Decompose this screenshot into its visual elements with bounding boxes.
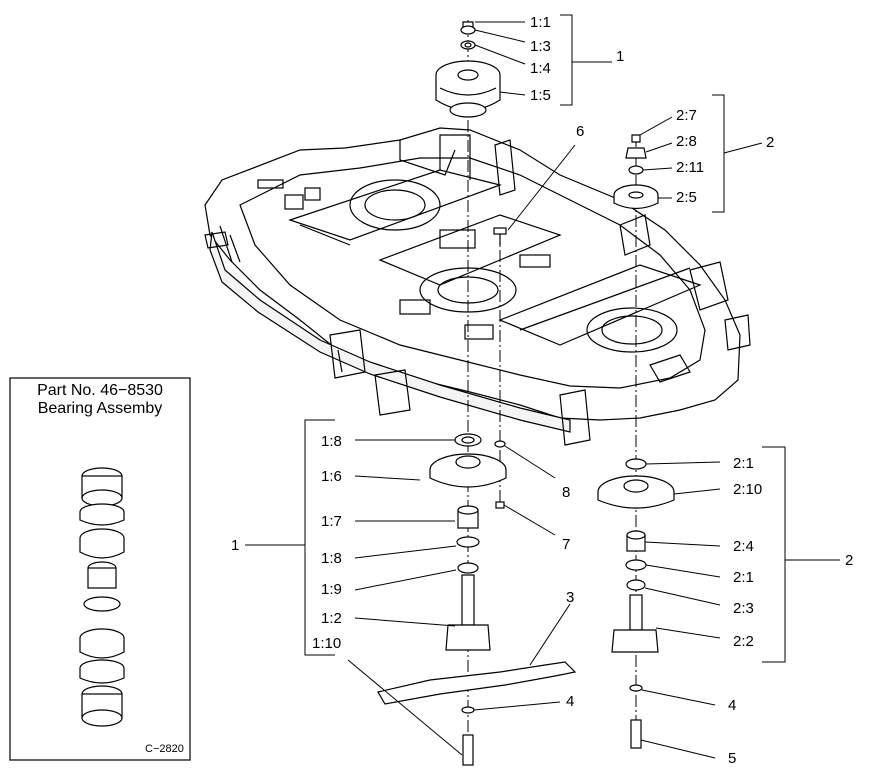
callout-2-group-top: 2 — [766, 134, 775, 151]
callout-2-1-upper: 2:1 — [733, 455, 754, 472]
mower-deck — [204, 127, 751, 446]
callout-1-2: 1:2 — [321, 610, 342, 627]
callout-4-left: 4 — [566, 693, 575, 710]
callout-1-10: 1:10 — [312, 635, 342, 652]
callout-6: 6 — [576, 123, 585, 140]
leader-lines — [245, 14, 840, 759]
callout-1-5: 1:5 — [530, 87, 551, 104]
callout-1-6: 1:6 — [321, 468, 342, 485]
left-spindle-stack — [429, 433, 507, 651]
callout-7: 7 — [562, 536, 571, 553]
callout-1-9: 1:9 — [321, 581, 342, 598]
callout-2-7: 2:7 — [676, 107, 697, 124]
callout-2-group-right: 2 — [845, 552, 854, 569]
callout-1-group-left: 1 — [231, 537, 240, 554]
callout-1-1: 1:1 — [530, 14, 551, 31]
callout-3: 3 — [566, 589, 575, 606]
callout-2-8: 2:8 — [676, 133, 697, 150]
bearing-assembly-inset — [9, 377, 191, 761]
right-spindle-stack — [597, 458, 675, 749]
callout-2-1-lower: 2:1 — [733, 569, 754, 586]
callout-2-2: 2:2 — [733, 633, 754, 650]
callout-1-group-top: 1 — [616, 48, 625, 65]
blade-3 — [377, 661, 577, 766]
callout-5: 5 — [728, 750, 737, 767]
callout-8: 8 — [562, 484, 571, 501]
callout-1-4: 1:4 — [530, 60, 551, 77]
inset-title-description: Bearing Assemby — [37, 400, 163, 417]
callout-1-8-upper: 1:8 — [321, 433, 342, 450]
pulley-assembly-1 — [435, 21, 501, 118]
callout-4-right: 4 — [728, 697, 737, 714]
callout-2-4: 2:4 — [733, 538, 754, 555]
callout-2-11: 2:11 — [676, 159, 705, 176]
callout-1-7: 1:7 — [321, 513, 342, 530]
callout-2-10: 2:10 — [733, 481, 763, 498]
pulley-assembly-2 — [613, 134, 659, 210]
callout-1-8-lower: 1:8 — [321, 550, 342, 567]
bearing-stack — [79, 467, 125, 727]
callout-2-3: 2:3 — [733, 600, 754, 617]
callout-1-3: 1:3 — [530, 38, 551, 55]
callout-2-5: 2:5 — [676, 189, 697, 206]
inset-title-part-number: Part No. 46−8530 — [37, 382, 163, 399]
drawing-number: C−2820 — [145, 743, 184, 755]
bolt-6 — [493, 227, 507, 245]
